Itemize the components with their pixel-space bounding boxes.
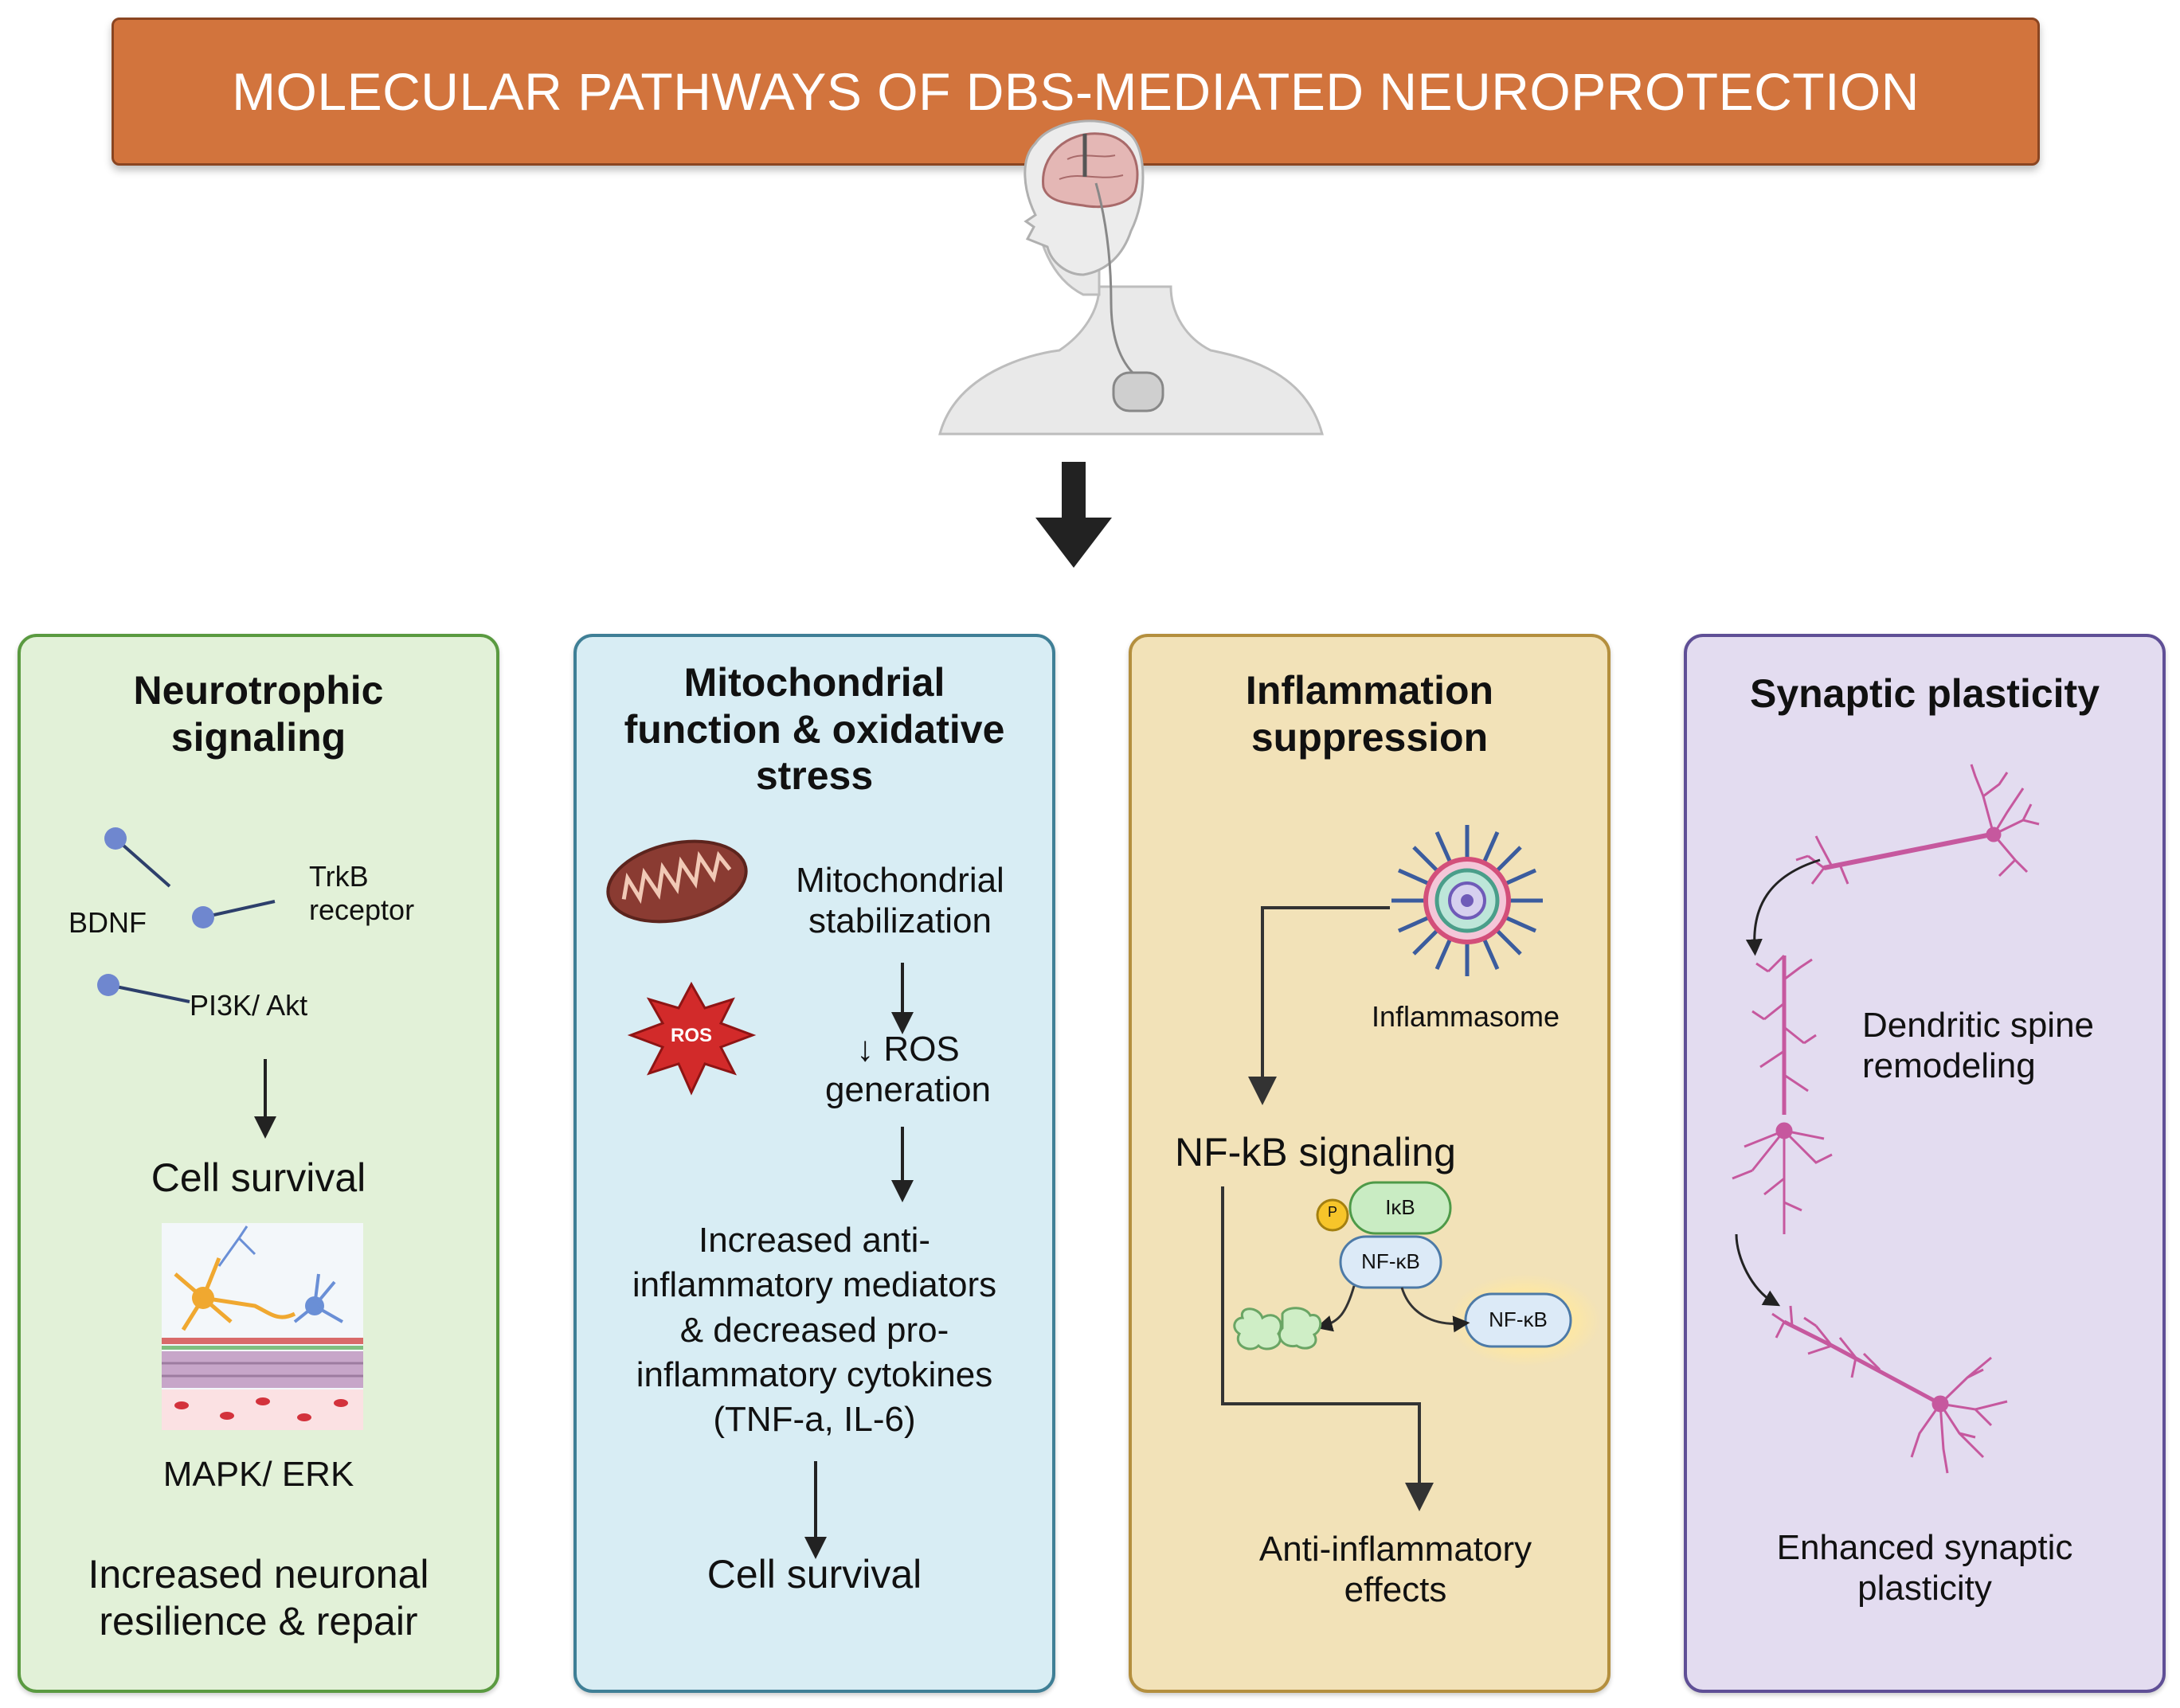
neurotrophic-heading-line1: Neurotrophic [133,668,384,713]
neurotrophic-heading-line2: signaling [170,714,346,760]
trkb-receptor-label: TrkB receptor [309,860,414,927]
inflammation-heading-line1: Inflammation [1245,668,1494,713]
neurotrophic-outcome: Increased neuronal resilience & repair [41,1551,476,1644]
mitochondrial-heading: Mitochondrial function & oxidative stres… [589,659,1039,799]
mito-stab-line2: stabilization [808,901,992,941]
mediators-line3: & decreased pro- [679,1310,949,1350]
panel-neurotrophic [18,634,499,1693]
dendritic-spine-line1: Dendritic spine [1862,1006,2095,1045]
neurotrophic-outcome-line2: resilience & repair [99,1598,418,1644]
down-arrow-icon [1035,462,1112,568]
mitochondrial-heading-line2: function & oxidative [624,706,1005,752]
synaptic-outcome: Enhanced synaptic plasticity [1700,1527,2150,1609]
panel-synaptic [1684,634,2166,1693]
patient-dbs-illustration [938,119,1324,436]
mediators-line5: (TNF-a, IL-6) [713,1400,916,1440]
synaptic-heading: Synaptic plasticity [1749,671,2100,716]
anti-inflammatory-line1: Anti-inflammatory [1258,1530,1532,1569]
mitochondrion-icon [606,839,748,924]
mitochondrial-heading-line3: stress [755,753,874,798]
mediators-line4: inflammatory cytokines [636,1354,993,1394]
mediators-line2: inflammatory mediators [632,1265,997,1305]
mapk-erk-label: MAPK/ ERK [162,1455,354,1494]
inflammation-heading-line2: suppression [1250,714,1489,760]
inflammasome-icon [1391,825,1543,976]
phosphate-badge: P [1327,1204,1337,1220]
neuron-illustrations [1732,764,2040,1474]
nfkb-free-label: NF-κB [1489,1307,1548,1331]
synaptic-outcome-line2: plasticity [1857,1569,1992,1608]
neurotrophic-receptors [97,827,276,1003]
ros-generation-label: ↓ ROS generation [796,1029,1020,1111]
mitochondrial-heading-line1: Mitochondrial [683,660,945,705]
pi3k-akt-label: PI3K/ Akt [190,989,308,1022]
anti-inflammatory-line2: effects [1344,1570,1447,1610]
panel-inflammation [1129,634,1611,1693]
anti-inflammatory-outcome: Anti-inflammatory effects [1145,1529,1646,1611]
dendritic-spine-label: Dendritic spine remodeling [1862,1005,2094,1087]
trkb-line2: receptor [309,893,415,927]
inflammation-heading: Inflammation suppression [1145,667,1595,760]
trkb-line1: TrkB [309,860,369,893]
mitochondrial-cell-survival: Cell survival [706,1552,922,1597]
nfkb-complex-icon [1233,1181,1601,1366]
mito-stabilization-label: Mitochondrial stabilization [773,860,1027,942]
inflammasome-label: Inflammasome [1371,1000,1560,1033]
bdnf-label: BDNF [68,906,147,939]
ros-badge-label: ROS [670,1025,712,1046]
neurotrophic-heading: Neurotrophic signaling [57,667,460,760]
neurotrophic-cell-survival: Cell survival [151,1155,366,1200]
dendritic-spine-line2: remodeling [1862,1046,2036,1086]
ros-star-icon [627,981,757,1096]
ros-line1: ↓ ROS [856,1030,960,1069]
ikb-label: IκB [1385,1195,1415,1219]
nfkb-complex-label: NF-κB [1361,1249,1420,1273]
mediators-label: Increased anti- inflammatory mediators &… [589,1218,1039,1443]
nfkb-signaling-label: NF-kB signaling [1175,1130,1456,1174]
page-title: MOLECULAR PATHWAYS OF DBS-MEDIATED NEURO… [232,62,1920,121]
neuron-vessel-illustration [162,1223,363,1430]
neurotrophic-outcome-line1: Increased neuronal [88,1552,429,1597]
mediators-line1: Increased anti- [698,1221,931,1260]
mito-stab-line1: Mitochondrial [796,861,1004,900]
synaptic-outcome-line1: Enhanced synaptic [1776,1528,2073,1567]
ros-line2: generation [825,1070,991,1110]
